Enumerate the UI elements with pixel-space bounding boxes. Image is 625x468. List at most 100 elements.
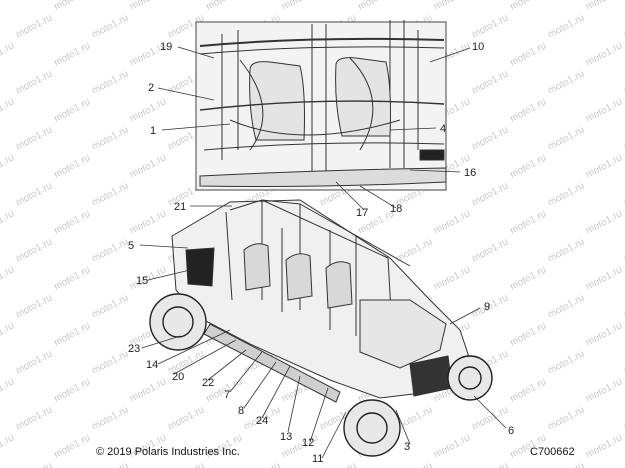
watermark-text: moto1.ru — [52, 320, 92, 348]
callout-19: 19 — [160, 41, 172, 53]
watermark-text: moto1.ru — [546, 68, 586, 96]
watermark-text: moto1.ru — [90, 12, 130, 40]
watermark-text: moto1.ru — [52, 376, 92, 404]
watermark-text: moto1.ru — [470, 460, 510, 468]
watermark-text: moto1.ru — [52, 208, 92, 236]
watermark-text: moto1.ru — [128, 376, 168, 404]
watermark-text: moto1.ru — [90, 124, 130, 152]
watermark-text: moto1.ru — [128, 96, 168, 124]
watermark-text: moto1.ru — [14, 460, 54, 468]
watermark-text: moto1.ru — [0, 152, 16, 180]
watermark-text: moto1.ru — [584, 376, 624, 404]
vehicle-illustration — [149, 199, 493, 457]
watermark-text: moto1.ru — [166, 460, 206, 468]
watermark-text: moto1.ru — [14, 292, 54, 320]
callout-11: 11 — [312, 453, 323, 465]
watermark-text: moto1.ru — [0, 96, 16, 124]
watermark-text: moto1.ru — [584, 0, 624, 13]
watermark-text: moto1.ru — [14, 404, 54, 432]
callout-1: 1 — [150, 125, 156, 137]
watermark-text: moto1.ru — [508, 96, 548, 124]
leader-lines — [139, 46, 507, 459]
callout-15: 15 — [136, 275, 148, 287]
watermark-text: moto1.ru — [508, 0, 548, 13]
watermark-text: moto1.ru — [584, 320, 624, 348]
watermark-text: moto1.ru — [14, 236, 54, 264]
callout-6: 6 — [508, 425, 514, 437]
watermark-text: moto1.ru — [0, 208, 16, 236]
watermark-text: moto1.ru — [14, 12, 54, 40]
watermark-text: moto1.ru — [546, 124, 586, 152]
callout-23: 23 — [128, 343, 140, 355]
watermark-text: moto1.ru — [90, 68, 130, 96]
callout-8: 8 — [238, 405, 244, 417]
watermark-text: moto1.ru — [470, 68, 510, 96]
callout-2: 2 — [148, 82, 154, 94]
watermark-text: moto1.ru — [584, 432, 624, 460]
watermark-text: moto1.ru — [14, 68, 54, 96]
watermark-text: moto1.ru — [394, 460, 434, 468]
watermark-text: moto1.ru — [584, 96, 624, 124]
watermark-text: moto1.ru — [432, 264, 472, 292]
watermark-text: moto1.ru — [584, 40, 624, 68]
callout-13: 13 — [280, 431, 292, 443]
watermark-text: moto1.ru — [128, 208, 168, 236]
watermark-text: moto1.ru — [0, 432, 16, 460]
watermark-text: moto1.ru — [508, 320, 548, 348]
watermark-text: moto1.ru — [280, 0, 320, 13]
watermark-text: moto1.ru — [546, 292, 586, 320]
callout-21: 21 — [174, 201, 186, 213]
watermark-text: moto1.ru — [0, 320, 16, 348]
watermark-text: moto1.ru — [128, 264, 168, 292]
watermark-text: moto1.ru — [432, 432, 472, 460]
watermark-text: moto1.ru — [166, 404, 206, 432]
watermark-text: moto1.ru — [90, 404, 130, 432]
watermark-text: moto1.ru — [470, 236, 510, 264]
watermark-text: moto1.ru — [242, 460, 282, 468]
watermark-text: moto1.ru — [90, 348, 130, 376]
watermark-text: moto1.ru — [0, 0, 16, 13]
callout-labels: 19 10 2 1 4 16 21 17 18 5 15 9 23 14 20 … — [128, 41, 514, 465]
watermark-text: moto1.ru — [90, 236, 130, 264]
watermark-text: moto1.ru — [546, 348, 586, 376]
callout-5: 5 — [128, 240, 134, 252]
watermark-text: moto1.ru — [90, 292, 130, 320]
watermark-text: moto1.ru — [470, 124, 510, 152]
watermark-text: moto1.ru — [470, 292, 510, 320]
callout-12: 12 — [302, 437, 314, 449]
callout-4: 4 — [440, 123, 446, 135]
watermark-text: moto1.ru — [52, 264, 92, 292]
watermark-text: moto1.ru — [546, 404, 586, 432]
watermark-text: moto1.ru — [0, 376, 16, 404]
callout-18: 18 — [390, 203, 402, 215]
watermark-text: moto1.ru — [0, 40, 16, 68]
watermark-text: moto1.ru — [318, 460, 358, 468]
watermark-text: moto1.ru — [584, 152, 624, 180]
watermark-text: moto1.ru — [14, 180, 54, 208]
watermark-text: moto1.ru — [432, 208, 472, 236]
callout-22: 22 — [202, 377, 214, 389]
watermark-text: moto1.ru — [52, 40, 92, 68]
watermark-text: moto1.ru — [128, 0, 168, 13]
watermark-text: moto1.ru — [14, 124, 54, 152]
watermark-text: moto1.ru — [356, 0, 396, 13]
watermark-text: moto1.ru — [508, 208, 548, 236]
callout-24: 24 — [256, 415, 268, 427]
watermark-text: moto1.ru — [52, 152, 92, 180]
watermark-text: moto1.ru — [584, 208, 624, 236]
watermark-text: moto1.ru — [52, 432, 92, 460]
watermark-text: moto1.ru — [508, 376, 548, 404]
watermark-text: moto1.ru — [470, 12, 510, 40]
watermark-text: moto1.ru — [204, 0, 244, 13]
watermark-text: moto1.ru — [52, 0, 92, 13]
callout-16: 16 — [464, 167, 476, 179]
top-inset-detail — [195, 20, 447, 191]
watermark-text: moto1.ru — [90, 460, 130, 468]
callout-10: 10 — [472, 41, 484, 53]
watermark-text: moto1.ru — [546, 460, 586, 468]
watermark-text: moto1.ru — [584, 264, 624, 292]
watermark-text: moto1.ru — [508, 40, 548, 68]
watermark-text: moto1.ru — [546, 180, 586, 208]
watermark-text: moto1.ru — [546, 236, 586, 264]
